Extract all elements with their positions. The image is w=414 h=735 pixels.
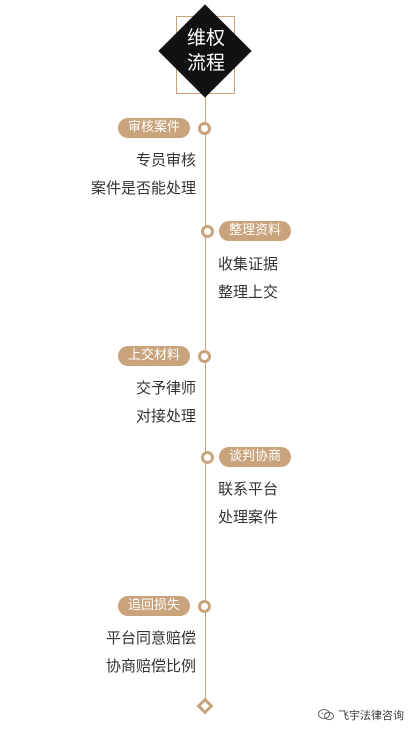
step-tag-5: 追回损失 [118, 596, 191, 616]
step-desc-3: 交予律师 对接处理 [136, 374, 196, 430]
step-dot-3 [198, 350, 211, 363]
timeline-line [205, 70, 206, 710]
wechat-icon [318, 709, 334, 721]
step-dot-2 [201, 225, 214, 238]
step-desc-2-line-1: 收集证据 [218, 255, 279, 273]
watermark: 飞宇法律咨询 [318, 707, 404, 723]
step-desc-1-line-2: 案件是否能处理 [90, 179, 196, 197]
title-line-2: 流程 [186, 52, 225, 74]
step-desc-4: 联系平台 处理案件 [218, 475, 278, 531]
step-desc-2: 收集证据 整理上交 [218, 250, 278, 306]
step-desc-3-line-1: 交予律师 [135, 379, 196, 397]
timeline-end-diamond-icon [196, 697, 214, 715]
page-title: 维权 流程 [163, 26, 249, 82]
watermark-text: 飞宇法律咨询 [338, 709, 404, 722]
step-dot-5 [198, 600, 211, 613]
step-desc-5-line-2: 协商赔偿比例 [105, 657, 196, 675]
step-dot-4 [201, 451, 214, 464]
step-tag-2: 整理资料 [219, 221, 292, 241]
title-line-1: 维权 [186, 27, 225, 49]
step-desc-1-line-1: 专员审核 [135, 151, 196, 169]
step-desc-1: 专员审核 案件是否能处理 [91, 146, 196, 202]
step-desc-3-line-2: 对接处理 [135, 407, 196, 425]
step-tag-3: 上交材料 [118, 346, 191, 366]
step-tag-4: 谈判协商 [219, 447, 292, 467]
step-desc-4-line-1: 联系平台 [218, 480, 279, 498]
step-tag-1: 审核案件 [118, 118, 191, 138]
step-desc-4-line-2: 处理案件 [218, 508, 279, 526]
step-desc-5: 平台同意赔偿 协商赔偿比例 [106, 624, 196, 680]
step-dot-1 [198, 122, 211, 135]
step-desc-5-line-1: 平台同意赔偿 [105, 629, 196, 647]
step-desc-2-line-2: 整理上交 [218, 283, 279, 301]
